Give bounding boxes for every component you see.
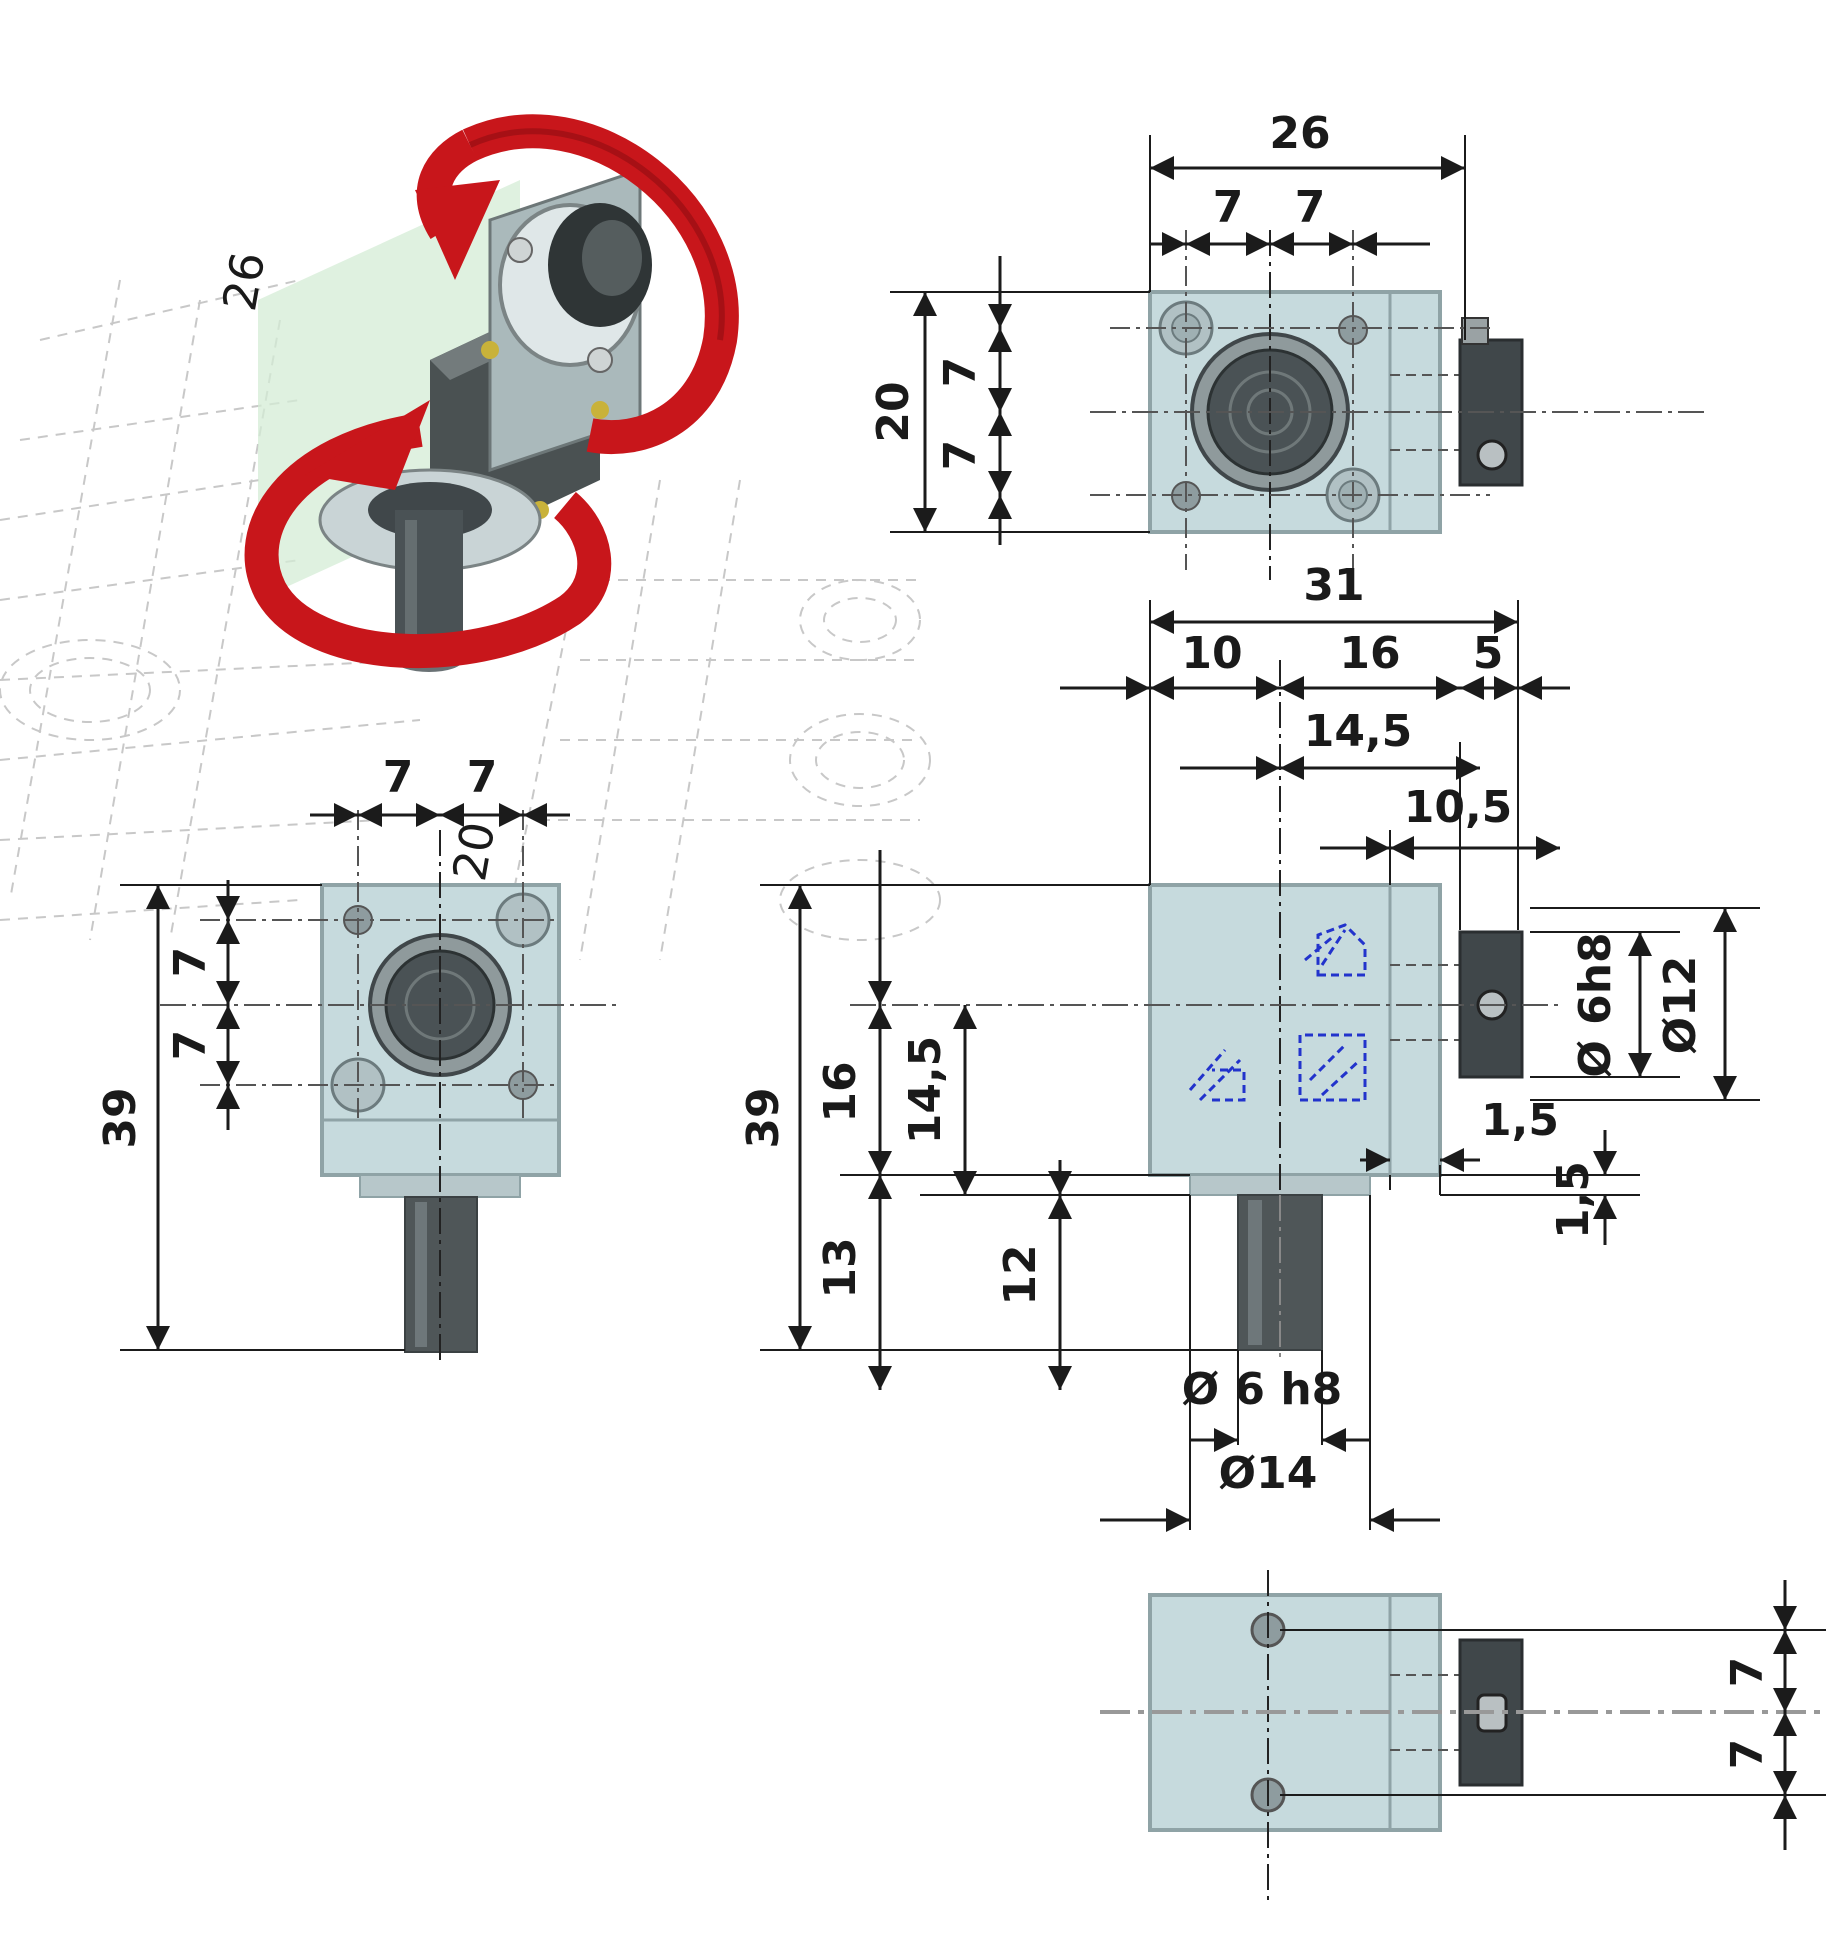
dim-front-len-14-5: 14,5 [1304,706,1413,757]
dim-bottom-upper-7: 7 [1722,1657,1773,1688]
side-view [160,810,620,1360]
dim-top-width-26: 26 [1269,108,1330,159]
dim-front-height-14-5: 14,5 [900,1036,951,1145]
dim-side-left-7: 7 [383,752,414,803]
dim-front-gap-1-5-v: 1,5 [1548,1161,1599,1239]
dim-front-height-16: 16 [815,1061,866,1122]
dim-top-height-20: 20 [868,381,919,442]
side-view-dimensions [120,803,570,1351]
dim-front-seg-5: 5 [1473,628,1504,679]
dim-front-dia-12: Ø12 [1655,956,1706,1055]
isometric-gearbox-render [244,114,739,672]
dim-front-dia-6h8: Ø 6h8 [1570,932,1621,1077]
dim-front-seg-10: 10 [1181,628,1242,679]
bottom-view-dimensions [1280,1580,1826,1850]
dim-front-len-10-5: 10,5 [1404,782,1513,833]
dim-side-right-7: 7 [467,752,498,803]
dim-top-lower-7: 7 [935,440,986,471]
dim-side-height-39: 39 [95,1087,146,1148]
dim-top-upper-7: 7 [935,357,986,388]
top-view-labels: 26 7 7 20 7 7 [868,108,1331,470]
hidden-gear-symbols [1188,923,1367,1102]
top-view-dimensions [890,135,1466,545]
front-view [850,660,1560,1360]
ghost-wireframe [0,279,941,961]
top-view [1090,230,1710,580]
dim-front-shaft-dia: Ø 6 h8 [1182,1364,1343,1415]
dim-top-left-7: 7 [1213,182,1244,233]
dim-front-width-31: 31 [1303,560,1364,611]
dim-bottom-lower-7: 7 [1722,1739,1773,1770]
dim-front-flange-dia: Ø14 [1219,1448,1318,1499]
dim-top-right-7: 7 [1295,182,1326,233]
dim-side-lower-7: 7 [165,1030,216,1061]
bottom-view-labels: 7 7 [1722,1657,1773,1770]
dim-front-gap-1-5-h: 1,5 [1481,1095,1559,1146]
dim-front-seg-16: 16 [1339,628,1400,679]
dim-front-height-39: 39 [738,1087,789,1148]
front-view-dimensions [760,600,1760,1532]
dim-side-upper-7: 7 [165,947,216,978]
ghost-label-20: 20 [442,818,505,885]
dim-front-height-12: 12 [995,1244,1046,1305]
front-view-labels: 31 10 16 5 14,5 10,5 Ø 6h8 Ø12 1,5 1,5 3… [738,560,1706,1499]
dim-front-height-13: 13 [815,1237,866,1298]
bottom-view [1100,1570,1826,1905]
side-view-labels: 7 7 39 7 7 [95,752,497,1149]
